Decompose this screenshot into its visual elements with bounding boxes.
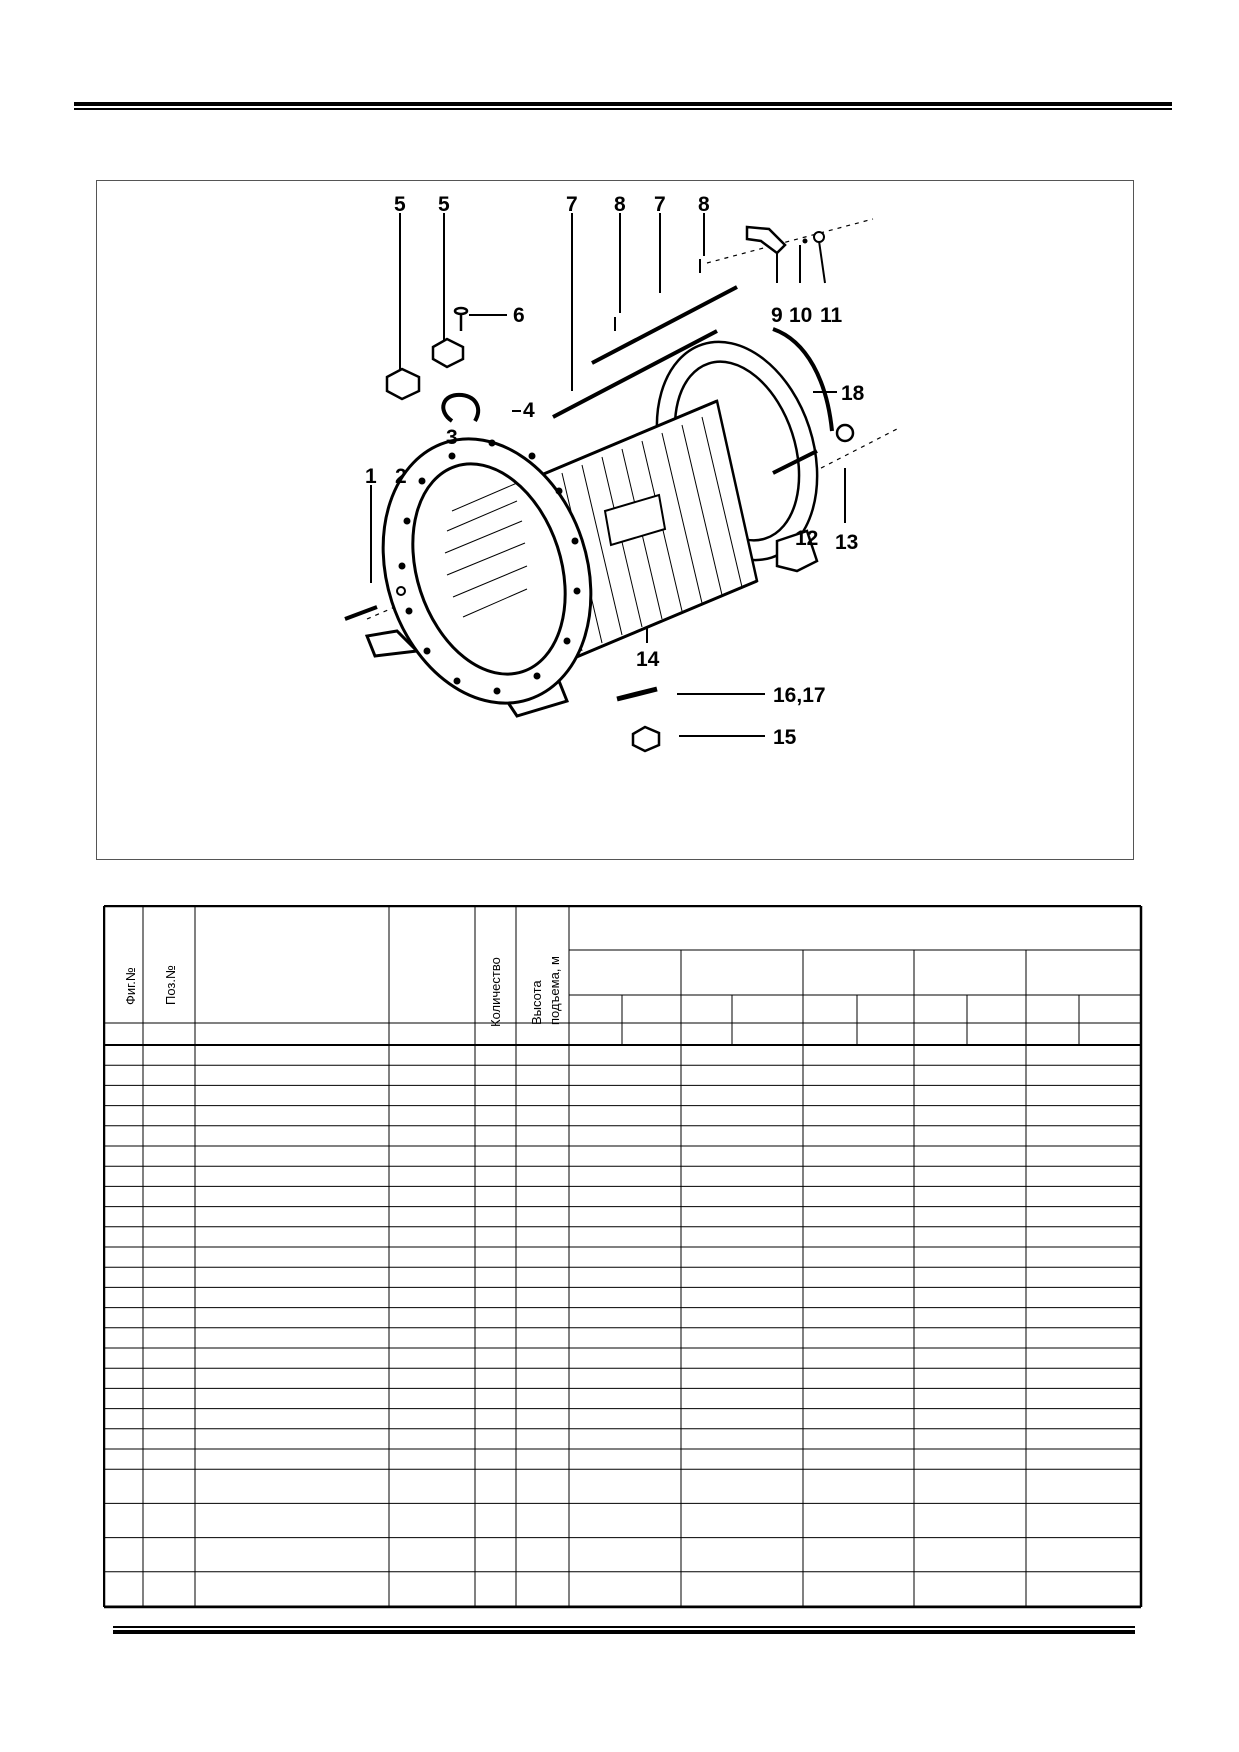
callout-label: 5 <box>438 193 450 216</box>
clamp-blocks <box>385 337 465 401</box>
tie-rods <box>552 285 738 419</box>
callout-label: 14 <box>636 648 660 671</box>
callout-label: 5 <box>394 193 406 216</box>
lock-washer <box>396 586 406 596</box>
callout-label: 6 <box>513 304 525 327</box>
callout-label: 18 <box>841 382 865 405</box>
stud <box>772 449 818 475</box>
bottom-rule-thin <box>113 1626 1135 1628</box>
nut-small <box>813 231 825 243</box>
callout-label: 15 <box>773 726 797 749</box>
top-rule-thick <box>74 102 1172 106</box>
stator-core-lines <box>444 482 528 618</box>
exploded-view-figure: 5 5 7 8 7 8 6 9 10 11 18 4 3 1 2 12 13 1… <box>96 180 1134 860</box>
callout-label: 9 <box>771 304 783 327</box>
exploded-view-drawing: 5 5 7 8 7 8 6 9 10 11 18 4 3 1 2 12 13 1… <box>344 193 898 753</box>
bottom-rule-thick <box>113 1630 1135 1634</box>
callout-label: 10 <box>789 304 812 327</box>
washer <box>802 238 808 244</box>
callout-label: 12 <box>795 527 818 550</box>
front-flange-bolt-holes <box>398 439 581 695</box>
callout-label: 8 <box>698 193 710 216</box>
top-rule-thin <box>74 108 1172 110</box>
gasket-segment <box>772 327 834 432</box>
callout-label: 7 <box>654 193 666 216</box>
header-lift-height-line1: Высота <box>529 980 544 1025</box>
callout-label: 7 <box>566 193 578 216</box>
adjusting-stud <box>616 686 658 702</box>
callout-label: 3 <box>446 426 458 449</box>
rear-foot <box>775 529 819 573</box>
pins <box>614 259 701 331</box>
header-fig-no: Фиг.№ <box>123 967 138 1005</box>
callout-label: 16,17 <box>773 684 826 707</box>
bolt <box>344 605 378 621</box>
callout-label: 11 <box>820 304 843 327</box>
bracket <box>745 225 787 255</box>
header-quantity: Количество <box>488 957 503 1027</box>
callout-label: 1 <box>365 465 377 488</box>
cap-nut <box>631 725 661 753</box>
callout-label: 2 <box>395 465 407 488</box>
callout-label: 8 <box>614 193 626 216</box>
callout-label: 13 <box>835 531 858 554</box>
screw <box>453 306 469 331</box>
lifting-eye <box>441 392 481 423</box>
parts-table: Фиг.№ Поз.№ Количество Высота подъема, м <box>103 905 1143 1609</box>
nut-large <box>835 423 855 443</box>
header-lift-height-line2: подъема, м <box>547 956 562 1025</box>
header-pos-no: Поз.№ <box>163 965 178 1005</box>
callout-label: 4 <box>523 399 535 422</box>
nameplate <box>603 493 667 547</box>
front-flange <box>364 437 593 718</box>
parts-table-grid: Фиг.№ Поз.№ Количество Высота подъема, м <box>103 905 1143 1609</box>
